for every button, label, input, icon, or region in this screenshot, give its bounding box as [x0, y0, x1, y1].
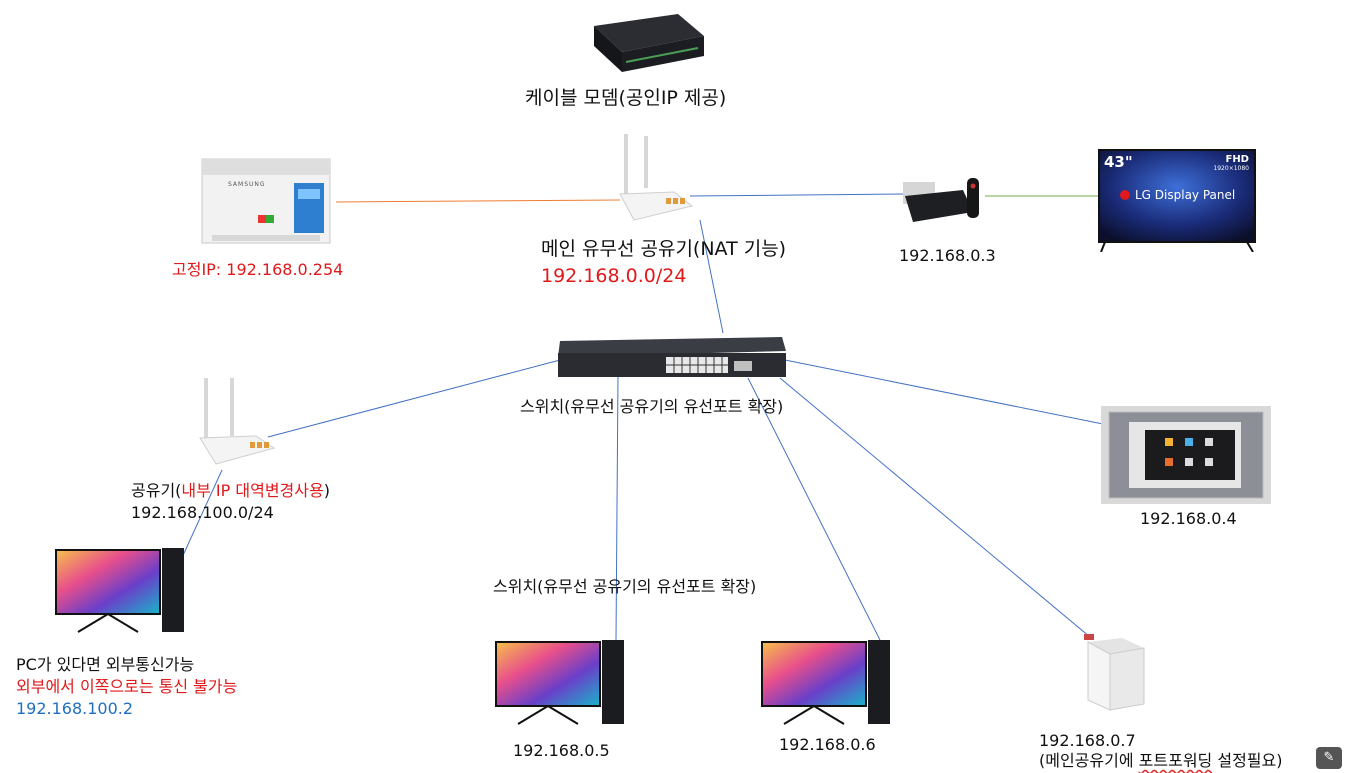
nas-ip: 192.168.0.7	[1039, 731, 1136, 750]
switch-wallpad-link	[784, 359, 1104, 425]
switch-nas-link	[779, 377, 1091, 638]
switch-subrouter-link	[267, 359, 561, 438]
sub-router-label-suffix: )	[323, 481, 330, 500]
pc-6	[760, 638, 900, 726]
subrouter-pc-link	[179, 469, 223, 563]
router-switch-link	[699, 219, 724, 334]
desktop-pc-icon	[761, 640, 890, 725]
sub-router-label: 공유기(내부 IP 대역변경사용)	[131, 481, 330, 501]
sub-router-label-red: 내부 IP 대역변경사용	[181, 481, 324, 500]
sub-pc-ip: 192.168.100.2	[16, 699, 134, 718]
magic-wand-icon[interactable]: ✎	[1316, 747, 1342, 769]
main-router-subnet: 192.168.0.0/24	[541, 265, 687, 287]
desktop-pc-icon	[55, 548, 184, 633]
switch-pc5-link	[615, 374, 619, 641]
nas-note-squiggle: 포트포워딩	[1138, 751, 1213, 770]
switch-pc6-link	[747, 377, 881, 641]
tv-size: 43"	[1104, 153, 1133, 171]
sub-router-label-prefix: 공유기(	[131, 481, 182, 500]
sub-router	[196, 376, 276, 466]
desktop-pc-icon	[495, 640, 624, 725]
tv-screen-icon	[1098, 149, 1256, 253]
sub-router-subnet: 192.168.100.0/24	[131, 503, 274, 522]
tvbox-ip: 192.168.0.3	[899, 246, 996, 265]
printer: SAMSUNG	[198, 157, 334, 247]
printer-link	[335, 199, 621, 203]
router-tvbox-link	[689, 193, 906, 197]
nas	[1082, 634, 1148, 714]
tv-panel-label: LG Display Panel	[1135, 188, 1236, 202]
tv-fhd-badge: FHD	[1225, 154, 1249, 165]
wireless-router-icon	[619, 134, 694, 221]
main-router	[616, 132, 696, 222]
pc-5	[494, 638, 634, 726]
nas-note-pre: (메인공유기에	[1039, 751, 1139, 770]
sub-pc-line1: PC가 있다면 외부통신가능	[16, 655, 195, 674]
network-switch-icon	[558, 337, 786, 377]
nas-note-post: 설정필요)	[1212, 751, 1283, 770]
modem-label: 케이블 모뎀(공인IP 제공)	[525, 87, 727, 109]
nas-note: (메인공유기에 포트포워딩 설정필요)	[1039, 751, 1282, 771]
main-router-label: 메인 유무선 공유기(NAT 기능)	[541, 238, 787, 260]
sub-pc	[54, 546, 194, 634]
printer-brand: SAMSUNG	[228, 181, 266, 188]
cable-modem-icon	[594, 14, 704, 72]
wall-pad	[1101, 406, 1271, 504]
nas-icon	[1084, 634, 1145, 711]
main-switch	[556, 333, 788, 379]
sub-pc-line2: 외부에서 이쪽으로는 통신 불가능	[16, 677, 238, 696]
tv-resolution: 1920×1080	[1213, 165, 1249, 172]
cable-modem	[586, 12, 706, 76]
wall-pad-ip: 192.168.0.4	[1140, 509, 1237, 528]
main-switch-label: 스위치(유무선 공유기의 유선포트 확장)	[520, 397, 784, 416]
second-switch-label: 스위치(유무선 공유기의 유선포트 확장)	[493, 577, 757, 596]
wall-pad-icon	[1101, 406, 1271, 504]
tv-box-icon	[903, 178, 979, 222]
wireless-router-icon	[199, 378, 276, 465]
pc-6-ip: 192.168.0.6	[779, 735, 876, 754]
printer-icon	[201, 158, 331, 244]
tv-box	[903, 176, 987, 226]
printer-label: 고정IP: 192.168.0.254	[172, 260, 344, 279]
pc-5-ip: 192.168.0.5	[513, 741, 610, 760]
television: 43" FHD 1920×1080 LG Display Panel	[1097, 148, 1257, 253]
